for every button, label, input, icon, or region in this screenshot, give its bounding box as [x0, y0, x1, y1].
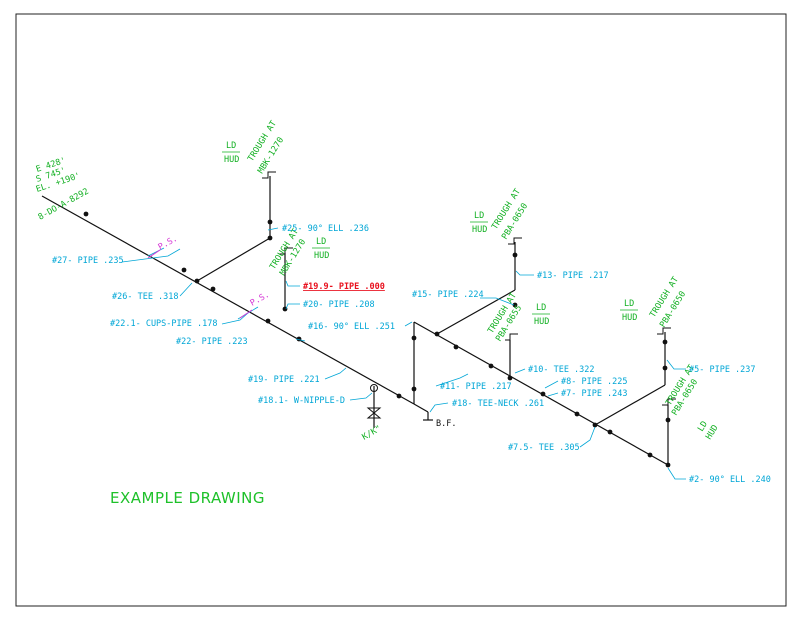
- branch-7-5: [594, 384, 666, 426]
- callout-19: #19- PIPE .221: [248, 375, 320, 385]
- trough-tag-3: LD HUD TROUGH AT PBA-0650: [470, 187, 530, 242]
- callout-18-1: #18.1- W-NIPPLE-D: [258, 396, 345, 406]
- valve-symbol: [366, 384, 382, 419]
- trough-ld: LD: [696, 420, 710, 434]
- trough-tag-1: LD HUD TROUGH AT MBK-1270: [222, 119, 286, 176]
- callout-26: #26- TEE .318: [112, 292, 179, 302]
- coordinates-block: E 428' S 745' EL. +190' 8-DO-A-8292: [35, 156, 91, 223]
- ps-mark-1: P.S.: [157, 234, 180, 253]
- drawing-title: EXAMPLE DRAWING: [110, 489, 265, 507]
- trough-tag-2: TROUGH AT MBK-1270 LD HUD: [268, 227, 330, 278]
- trough-ld: LD: [316, 237, 326, 247]
- callout-5: #5- PIPE .237: [689, 365, 756, 375]
- joint-dots: [83, 211, 671, 468]
- callout-22: #22- PIPE .223: [176, 337, 248, 347]
- main-pipe-run: [41, 195, 415, 405]
- ps-mark-2: P.S.: [249, 290, 272, 309]
- callout-7-5: #7.5- TEE .305: [508, 443, 580, 453]
- callout-8: #8- PIPE .225: [561, 377, 628, 387]
- bf-mark: B.F.: [436, 419, 456, 429]
- callout-2: #2- 90° ELL .240: [689, 475, 771, 485]
- ps-marks: P.S. P.S.: [147, 234, 272, 319]
- trough-hud: HUD: [534, 317, 549, 327]
- trough-ld: LD: [226, 141, 236, 151]
- trough-hud: HUD: [224, 155, 239, 165]
- callout-7: #7- PIPE .243: [561, 389, 628, 399]
- callout-20: #20- PIPE .208: [303, 300, 375, 310]
- trough-ld: LD: [536, 303, 546, 313]
- callout-leaders: [121, 227, 686, 480]
- callout-27: #27- PIPE .235: [52, 256, 124, 266]
- callout-22-1: #22.1- CUPS-PIPE .178: [110, 319, 217, 329]
- trough-hud: HUD: [472, 225, 487, 235]
- pipe-neck-drop: [413, 403, 429, 413]
- pipe-network: [41, 176, 669, 466]
- callout-25: #25- 90° ELL .236: [282, 224, 369, 234]
- callout-13: #13- PIPE .217: [537, 271, 609, 281]
- trough-brackets: [262, 171, 676, 406]
- callout-10: #10- TEE .322: [528, 365, 595, 375]
- trough-ld: LD: [474, 211, 484, 221]
- callout-16: #16- 90° ELL .251: [308, 322, 395, 332]
- trough-tag-4: TROUGH AT PBA-0655 LD HUD: [486, 291, 550, 344]
- trough-hud: HUD: [622, 313, 637, 323]
- callout-11: #11- PIPE .217: [440, 382, 512, 392]
- sheet-border: [15, 13, 787, 607]
- callout-15: #15- PIPE .224: [412, 290, 484, 300]
- callout-18: #18- TEE-NECK .261: [452, 399, 544, 409]
- valve-kk-mark: K/K": [361, 424, 384, 443]
- trough-ld: LD: [624, 299, 634, 309]
- callout-19-9: #19.9- PIPE .000: [303, 282, 385, 292]
- branch-to-trough-0655: [436, 289, 516, 335]
- trough-tag-5: LD HUD TROUGH AT PBA-0650: [620, 275, 688, 330]
- branch-to-trough-1270: [196, 237, 271, 282]
- trough-hud: HUD: [314, 251, 329, 261]
- callouts: #25- 90° ELL .236 #27- PIPE .235 #26- TE…: [52, 224, 771, 485]
